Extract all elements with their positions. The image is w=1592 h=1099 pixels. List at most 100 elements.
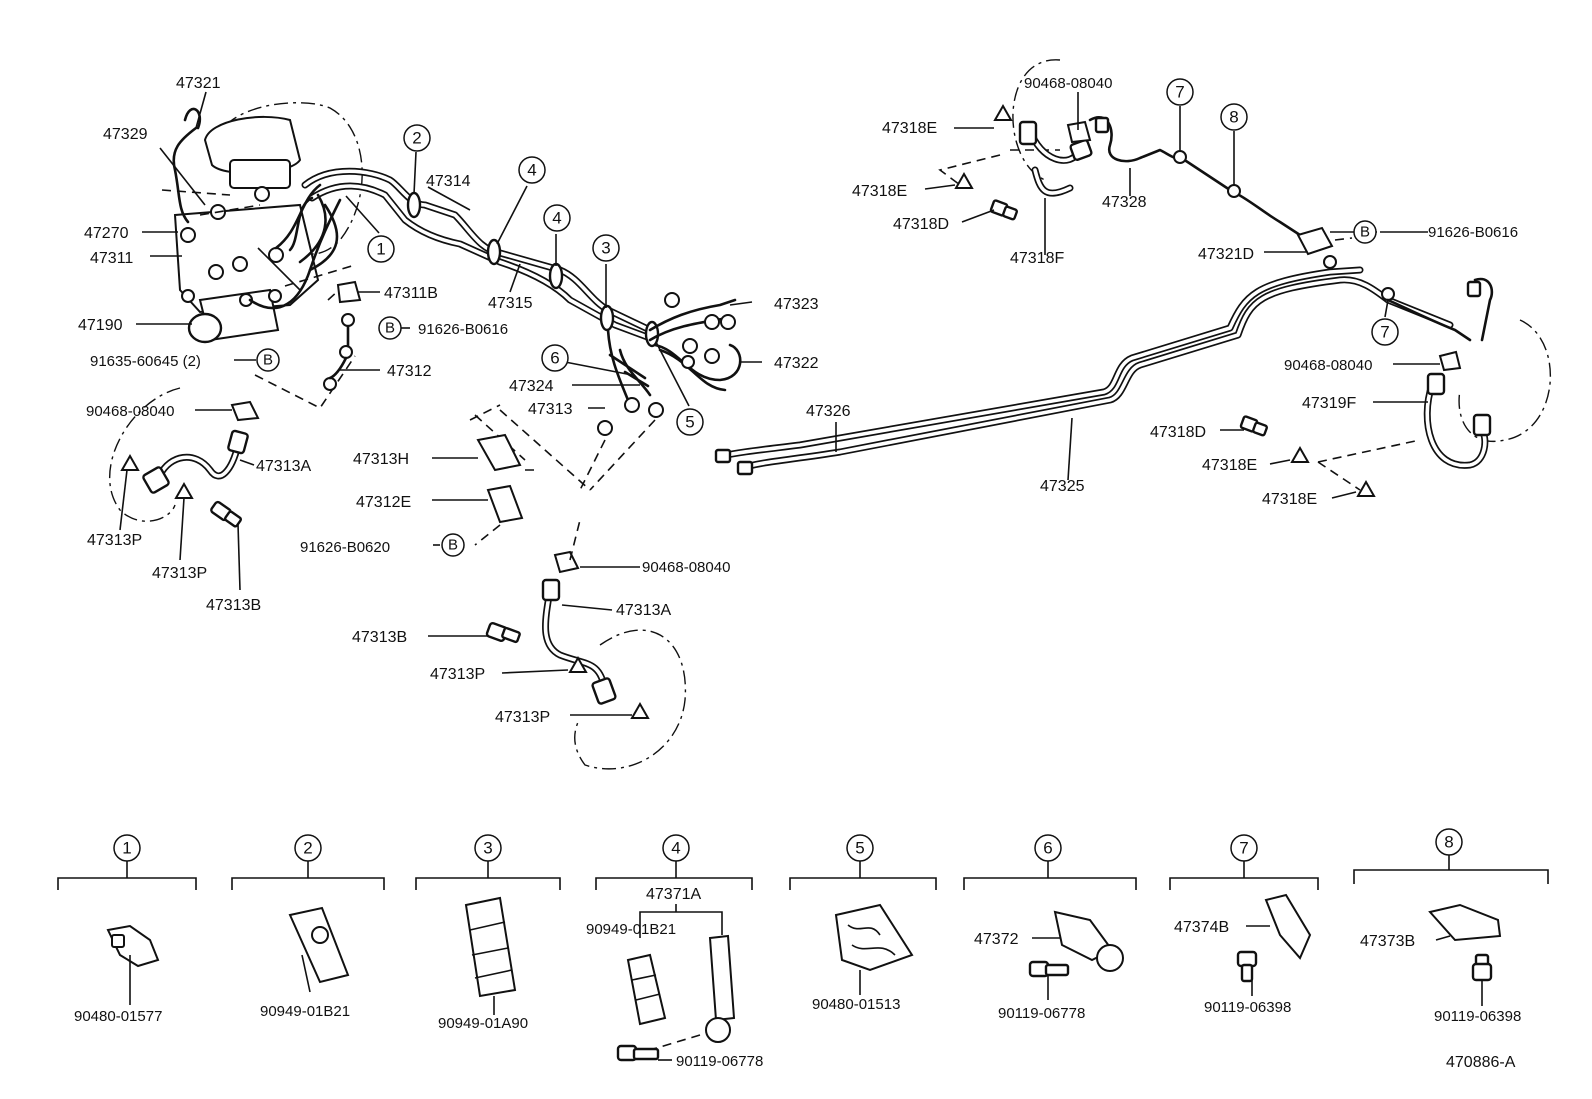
callout-47319F: 47319F xyxy=(1302,395,1356,412)
ref-1: 1 xyxy=(376,240,385,259)
b-marker-3: B xyxy=(448,537,458,554)
callout-47270: 47270 xyxy=(84,225,129,242)
detail-panel-2: 2 90949-01B21 xyxy=(231,834,385,1020)
master-cylinder-assembly xyxy=(161,102,363,344)
callout-47312E: 47312E xyxy=(356,494,411,511)
callout-47313A-a: 47313A xyxy=(256,458,311,475)
ref-4-b: 4 xyxy=(552,209,561,228)
detail-panel-3-part-0: 90949-01A90 xyxy=(438,1015,528,1032)
callout-91626-B0620: 91626-B0620 xyxy=(300,539,390,556)
b-reference-markers: B B B B xyxy=(256,220,1377,557)
rear-long-tubes xyxy=(714,266,1454,476)
detail-panel-4: 4 47371A 90949-01B21 90119-06778 xyxy=(586,834,763,1070)
ref-number-markers: 1 2 4 4 3 6 5 7 8 7 xyxy=(367,78,1399,436)
callout-47318D-a: 47318D xyxy=(893,216,949,233)
callout-47313B-a: 47313B xyxy=(206,597,261,614)
callout-47313P-a: 47313P xyxy=(87,532,142,549)
callout-47318F: 47318F xyxy=(1010,250,1064,267)
callout-47311B: 47311B xyxy=(384,285,438,302)
callout-labels: 47321 47329 47270 47311 47190 91635-6064… xyxy=(78,75,1518,726)
detail-panel-4-part-2: 90119-06778 xyxy=(676,1053,763,1070)
detail-panel-5-part-0: 90480-01513 xyxy=(812,996,900,1013)
callout-47328: 47328 xyxy=(1102,194,1147,211)
callout-47321D: 47321D xyxy=(1198,246,1254,263)
detail-panel-1: 1 90480-01577 xyxy=(57,834,197,1025)
detail-panel-8-part-0: 47373B xyxy=(1360,933,1415,950)
callout-47313P-d: 47313P xyxy=(495,709,550,726)
detail-panel-5-number: 5 xyxy=(855,839,864,858)
callout-47323: 47323 xyxy=(774,296,819,313)
callout-90468-08040-a: 90468-08040 xyxy=(86,403,174,420)
callout-47324: 47324 xyxy=(509,378,554,395)
callout-47311: 47311 xyxy=(90,250,133,267)
rear-lower-hose-group xyxy=(1239,277,1552,497)
callout-47318E-a: 47318E xyxy=(882,120,937,137)
detail-panel-4-part-0: 47371A xyxy=(646,886,701,903)
detail-panel-2-number: 2 xyxy=(303,839,312,858)
clip-group-center xyxy=(469,404,540,546)
callout-47313A-b: 47313A xyxy=(616,602,671,619)
callout-47321: 47321 xyxy=(176,75,221,92)
ref-2: 2 xyxy=(412,129,421,148)
callout-91626-B0616-left: 91626-B0616 xyxy=(418,321,508,338)
callout-47313P-c: 47313P xyxy=(430,666,485,683)
detail-panel-6-number: 6 xyxy=(1043,839,1052,858)
ref-6: 6 xyxy=(550,349,559,368)
front-left-hose-group xyxy=(109,279,362,528)
callout-47313H: 47313H xyxy=(353,451,409,468)
detail-panel-5: 5 90480-01513 xyxy=(789,834,937,1013)
detail-panel-1-number: 1 xyxy=(122,839,131,858)
ref-7-a: 7 xyxy=(1175,83,1184,102)
detail-panel-7-part-1: 90119-06398 xyxy=(1204,999,1291,1016)
detail-panel-3-number: 3 xyxy=(483,839,492,858)
detail-panel-3: 3 90949-01A90 xyxy=(415,834,561,1032)
detail-panel-6-part-1: 90119-06778 xyxy=(998,1005,1085,1022)
b-marker-1: B xyxy=(385,320,395,337)
detail-panel-6-part-0: 47372 xyxy=(974,931,1019,948)
callout-90468-08040-d: 90468-08040 xyxy=(1284,357,1372,374)
callout-91626-B0616-right: 91626-B0616 xyxy=(1428,224,1518,241)
callout-47313P-b: 47313P xyxy=(152,565,207,582)
ref-4-a: 4 xyxy=(527,161,536,180)
ref-3: 3 xyxy=(601,239,610,258)
callout-47312: 47312 xyxy=(387,363,432,380)
detail-panels: 1 90480-01577 2 90949-01B21 3 90949-01A9… xyxy=(57,828,1549,1070)
detail-panel-1-part-0: 90480-01577 xyxy=(74,1008,162,1025)
detail-panel-2-part-0: 90949-01B21 xyxy=(260,1003,350,1020)
detail-panel-7-part-0: 47374B xyxy=(1174,919,1229,936)
callout-90468-08040-c: 90468-08040 xyxy=(1024,75,1112,92)
detail-panel-6: 6 47372 90119-06778 xyxy=(963,834,1137,1022)
callout-47318E-b: 47318E xyxy=(852,183,907,200)
b-marker-2: B xyxy=(263,352,273,369)
ref-5: 5 xyxy=(685,413,694,432)
drawing-number: 470886-A xyxy=(1446,1054,1516,1071)
callout-47318D-b: 47318D xyxy=(1150,424,1206,441)
detail-panel-8-part-1: 90119-06398 xyxy=(1434,1008,1521,1025)
leader-lines xyxy=(119,91,1440,716)
callout-47326: 47326 xyxy=(806,403,851,420)
callout-47315: 47315 xyxy=(488,295,533,312)
callout-47313B-b: 47313B xyxy=(352,629,407,646)
callout-90468-08040-b: 90468-08040 xyxy=(642,559,730,576)
callout-91635-60645: 91635-60645 (2) xyxy=(90,353,201,370)
callout-47313: 47313 xyxy=(528,401,573,418)
callout-47318E-c: 47318E xyxy=(1202,457,1257,474)
callout-47329: 47329 xyxy=(103,126,148,143)
ref-8: 8 xyxy=(1229,108,1238,127)
rear-upper-hose-group xyxy=(938,59,1353,269)
front-right-hose-group xyxy=(485,519,687,770)
callout-47314: 47314 xyxy=(426,173,471,190)
ref-7-b: 7 xyxy=(1380,323,1389,342)
callout-47325: 47325 xyxy=(1040,478,1085,495)
callout-47318E-d: 47318E xyxy=(1262,491,1317,508)
detail-panel-7: 7 47374B 90119-06398 xyxy=(1169,834,1319,1016)
detail-panel-7-number: 7 xyxy=(1239,839,1248,858)
detail-panel-8: 8 47373B 90119-06398 xyxy=(1353,828,1549,1025)
callout-47322: 47322 xyxy=(774,355,819,372)
detail-panel-4-part-1: 90949-01B21 xyxy=(586,921,676,938)
detail-panel-8-number: 8 xyxy=(1444,833,1453,852)
b-marker-4: B xyxy=(1360,224,1370,241)
callout-47190: 47190 xyxy=(78,317,123,334)
